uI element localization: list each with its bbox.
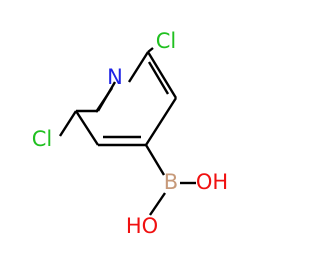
double-bond-n-c2 [95, 87, 113, 113]
atom-oh-right: OH [196, 170, 228, 194]
atom-b: B [164, 170, 178, 194]
bond-c6-c5 [146, 51, 178, 99]
bond-c6-cl [147, 47, 154, 53]
bond-c3-c2 [74, 110, 100, 146]
atom-n: N [107, 65, 123, 89]
atom-oh-bottom: HO [126, 214, 158, 238]
bond-c5-c4 [144, 97, 178, 146]
structure-canvas: N Cl Cl B OH HO [32, 29, 228, 238]
bond-c4-b [144, 144, 166, 176]
bond-b-oh-bottom [149, 192, 166, 216]
bond-c2-cl [58, 110, 78, 137]
bond-n-c6 [127, 51, 150, 83]
molecule-diagram: N Cl Cl B OH HO [32, 29, 228, 238]
atom-cl-top: Cl [156, 29, 177, 53]
double-bond-c6-c5 [147, 61, 170, 95]
atom-cl-left: Cl [32, 127, 53, 151]
